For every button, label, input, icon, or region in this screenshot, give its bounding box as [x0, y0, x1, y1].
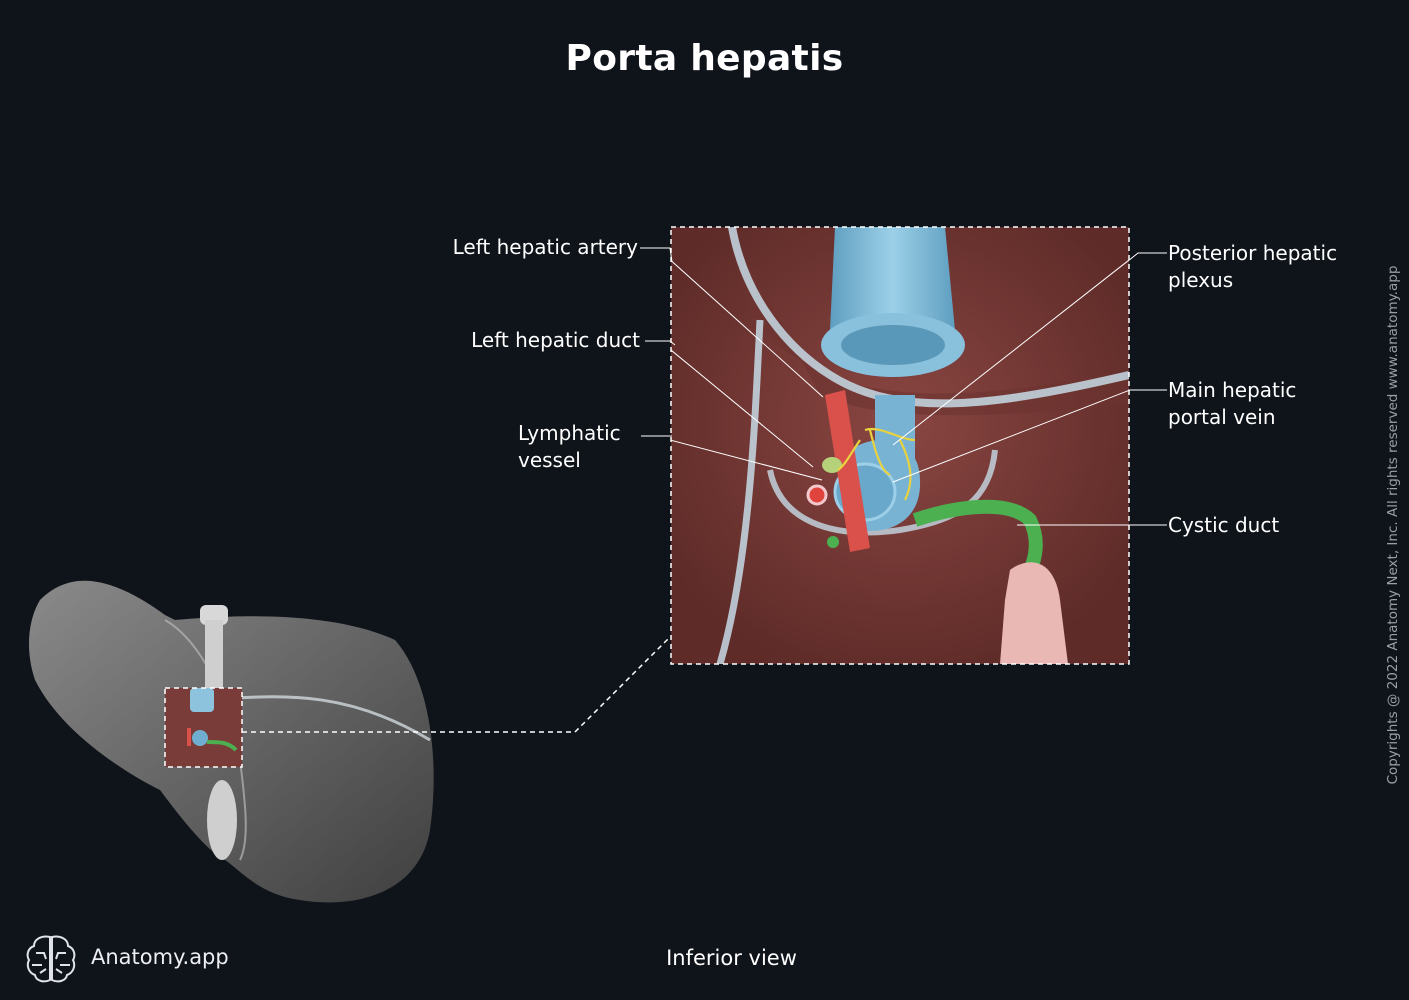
inset-frame — [670, 226, 1130, 665]
label-cystic-duct: Cystic duct — [1168, 513, 1280, 537]
label-line: Posterior hepatic — [1168, 241, 1338, 265]
overview-zoom-frame — [164, 687, 243, 768]
page-title: Porta hepatis — [565, 38, 844, 79]
label-line: Main hepatic — [1168, 378, 1297, 402]
label-left-hepatic-artery: Left hepatic artery — [452, 235, 638, 259]
brand-name: Anatomy.app — [91, 945, 229, 969]
label-line: Lymphatic — [518, 421, 621, 445]
porta-hepatis-inset — [671, 227, 1129, 664]
label-left-hepatic-duct: Left hepatic duct — [471, 328, 640, 352]
label-line: vessel — [518, 448, 581, 472]
brain-icon — [26, 935, 76, 983]
view-label: Inferior view — [666, 946, 797, 970]
leader-left-hepatic-artery — [671, 259, 824, 398]
leader-left-hepatic-duct — [671, 349, 814, 468]
label-line: plexus — [1168, 268, 1234, 292]
leader-posterior-hepatic-plexus — [892, 259, 1129, 446]
label-posterior-hepatic-plexus: Posterior hepatic plexus — [1168, 240, 1337, 294]
liver-overview — [28, 580, 671, 903]
zoom-connector-line — [242, 636, 671, 733]
label-line: portal vein — [1168, 405, 1276, 429]
label-lymphatic-vessel: Lymphatic vessel — [518, 420, 621, 474]
leader-main-hepatic-portal-vein — [892, 389, 1129, 483]
copyright: Copyrights @ 2022 Anatomy Next, Inc. All… — [1385, 265, 1401, 785]
leader-lymphatic-vessel — [671, 439, 823, 481]
label-main-hepatic-portal-vein: Main hepatic portal vein — [1168, 377, 1296, 431]
